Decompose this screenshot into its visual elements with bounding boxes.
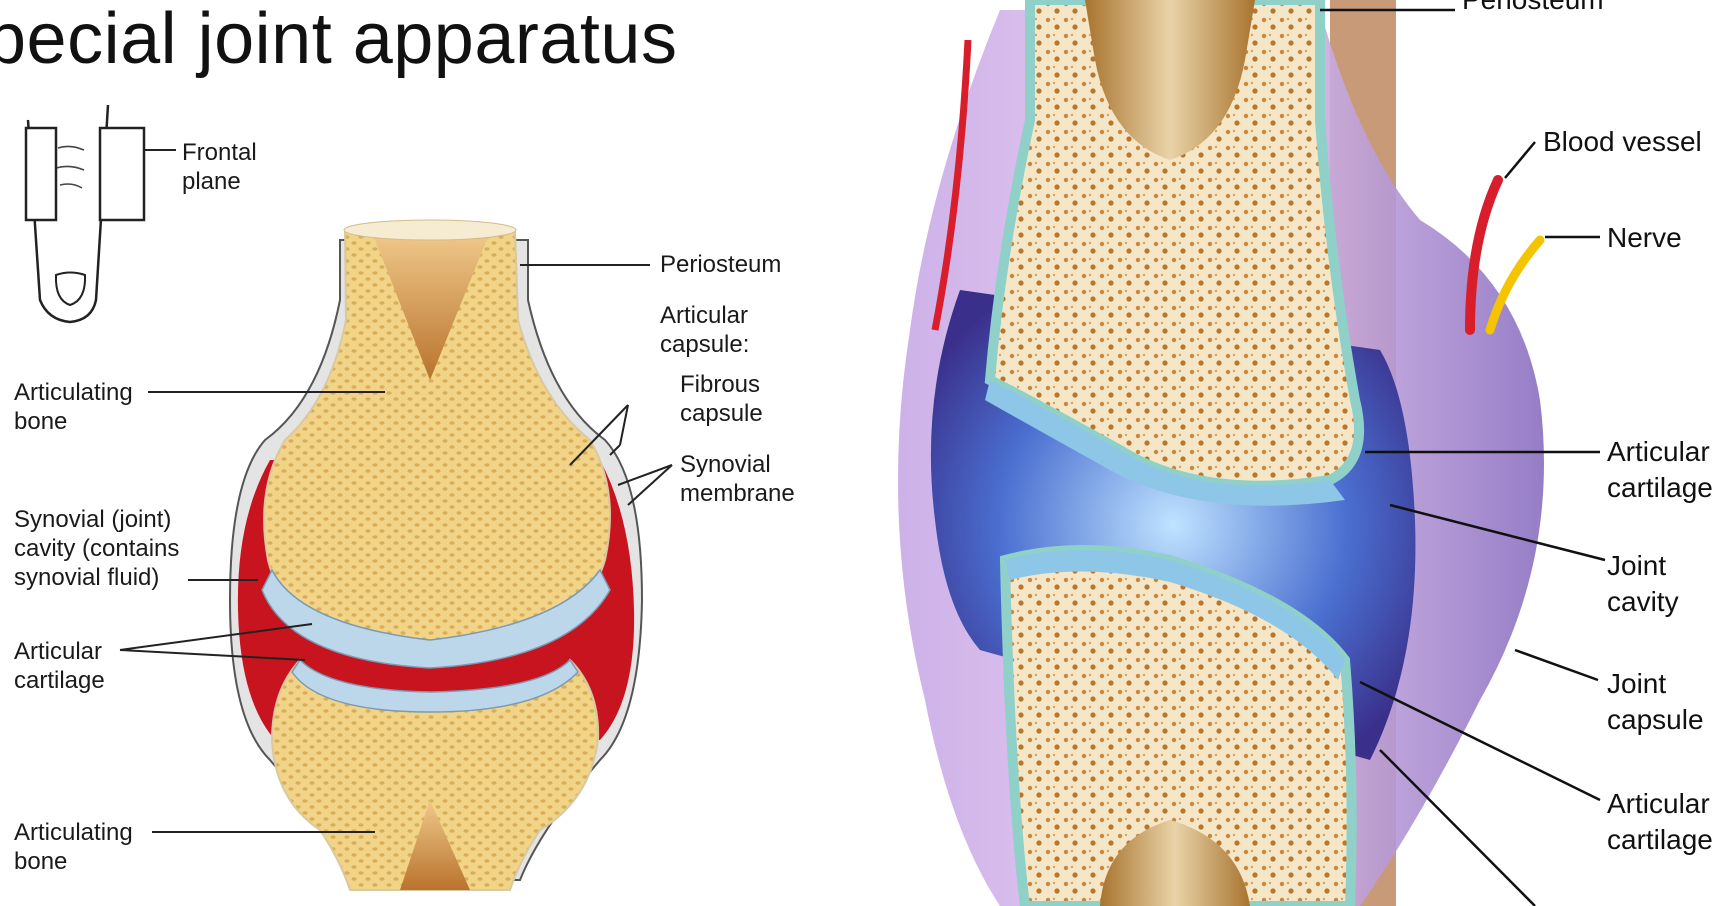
periosteum-cut-label: Periosteum: [1462, 0, 1604, 18]
nerve: [1490, 240, 1540, 330]
nerve-label: Nerve: [1607, 220, 1682, 256]
blood-vessel-label: Blood vessel: [1543, 124, 1702, 160]
articular-cartilage-top-label: Articular cartilage: [1607, 434, 1713, 506]
articular-cartilage-bottom-label: Articular cartilage: [1607, 786, 1713, 858]
joint-capsule-label: Joint capsule: [1607, 666, 1704, 738]
joint-cavity-label: Joint cavity: [1607, 548, 1679, 620]
